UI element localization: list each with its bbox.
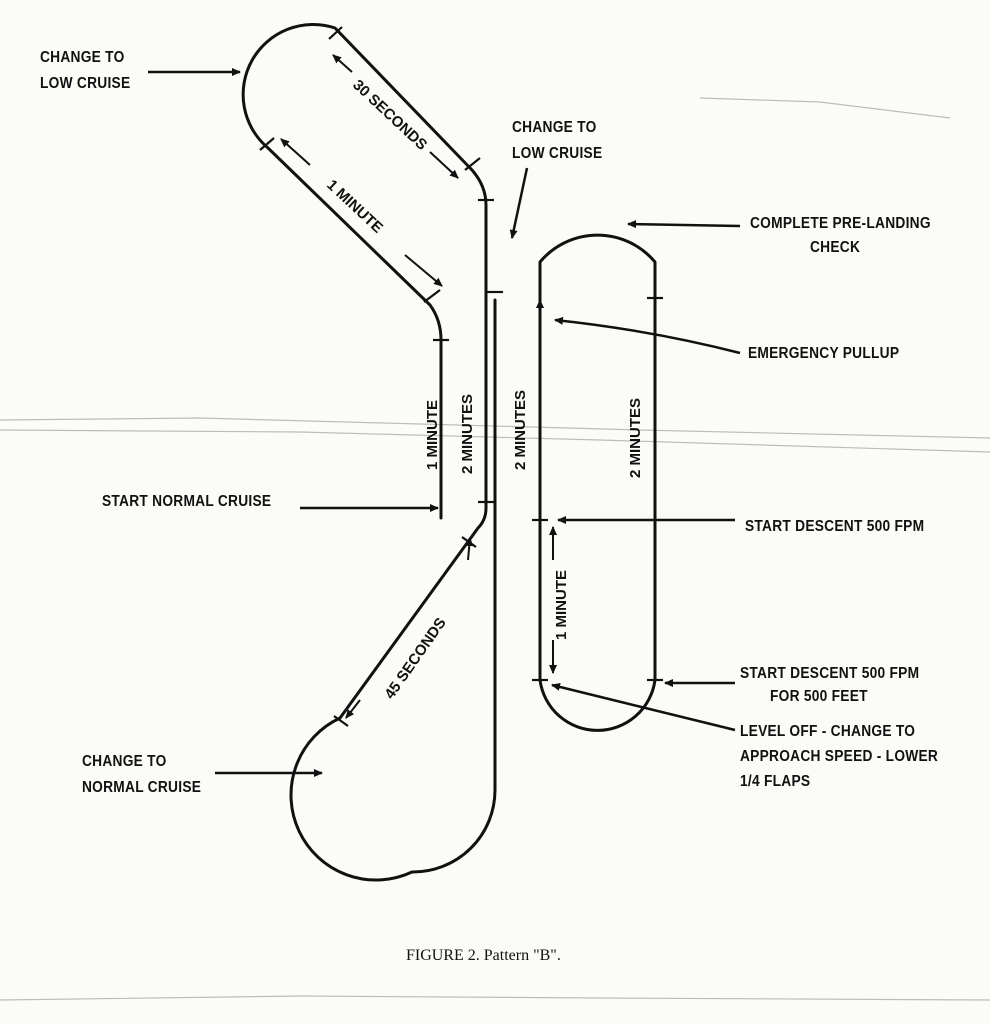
label-1-minute-vert: 1 MINUTE [424,400,441,470]
label-change-low-cruise-2a: CHANGE TO [512,118,597,136]
label-change-normal-cruise-a: CHANGE TO [82,752,167,770]
label-pre-landing-a: COMPLETE PRE-LANDING [750,214,931,232]
label-start-descent-2b: FOR 500 FEET [770,687,868,705]
label-change-low-cruise-1a: CHANGE TO [40,48,125,66]
label-45-seconds: 45 SECONDS [381,615,449,703]
label-start-descent-1: START DESCENT 500 FPM [745,517,924,535]
segment-ticks [259,26,663,727]
label-1-minute-diag: 1 MINUTE [323,176,386,236]
label-1-minute-right: 1 MINUTE [553,570,570,640]
label-start-descent-2a: START DESCENT 500 FPM [740,664,919,682]
label-change-low-cruise-2b: LOW CRUISE [512,144,602,162]
label-emergency-pullup: EMERGENCY PULLUP [748,344,899,362]
scan-artifacts [0,97,990,1001]
label-2-minutes-c: 2 MINUTES [627,398,644,478]
label-change-normal-cruise-b: NORMAL CRUISE [82,778,201,796]
label-start-normal-cruise: START NORMAL CRUISE [102,492,271,510]
duration-labels: 30 SECONDS 1 MINUTE 1 MINUTE 2 MINUTES 2… [323,76,644,702]
label-pre-landing-b: CHECK [810,238,860,256]
duration-markers [280,54,557,719]
label-level-off-b: APPROACH SPEED - LOWER [740,747,938,765]
label-2-minutes-b: 2 MINUTES [512,390,529,470]
label-change-low-cruise-1b: LOW CRUISE [40,74,130,92]
right-racetrack-path [538,233,657,732]
label-level-off-a: LEVEL OFF - CHANGE TO [740,722,915,740]
callout-pointers [148,68,741,777]
label-2-minutes-a: 2 MINUTES [459,394,476,474]
left-flight-path [241,23,497,882]
callout-labels: CHANGE TO LOW CRUISE CHANGE TO LOW CRUIS… [40,48,938,796]
figure-caption: FIGURE 2. Pattern "B". [406,947,561,964]
label-level-off-c: 1/4 FLAPS [740,772,810,790]
